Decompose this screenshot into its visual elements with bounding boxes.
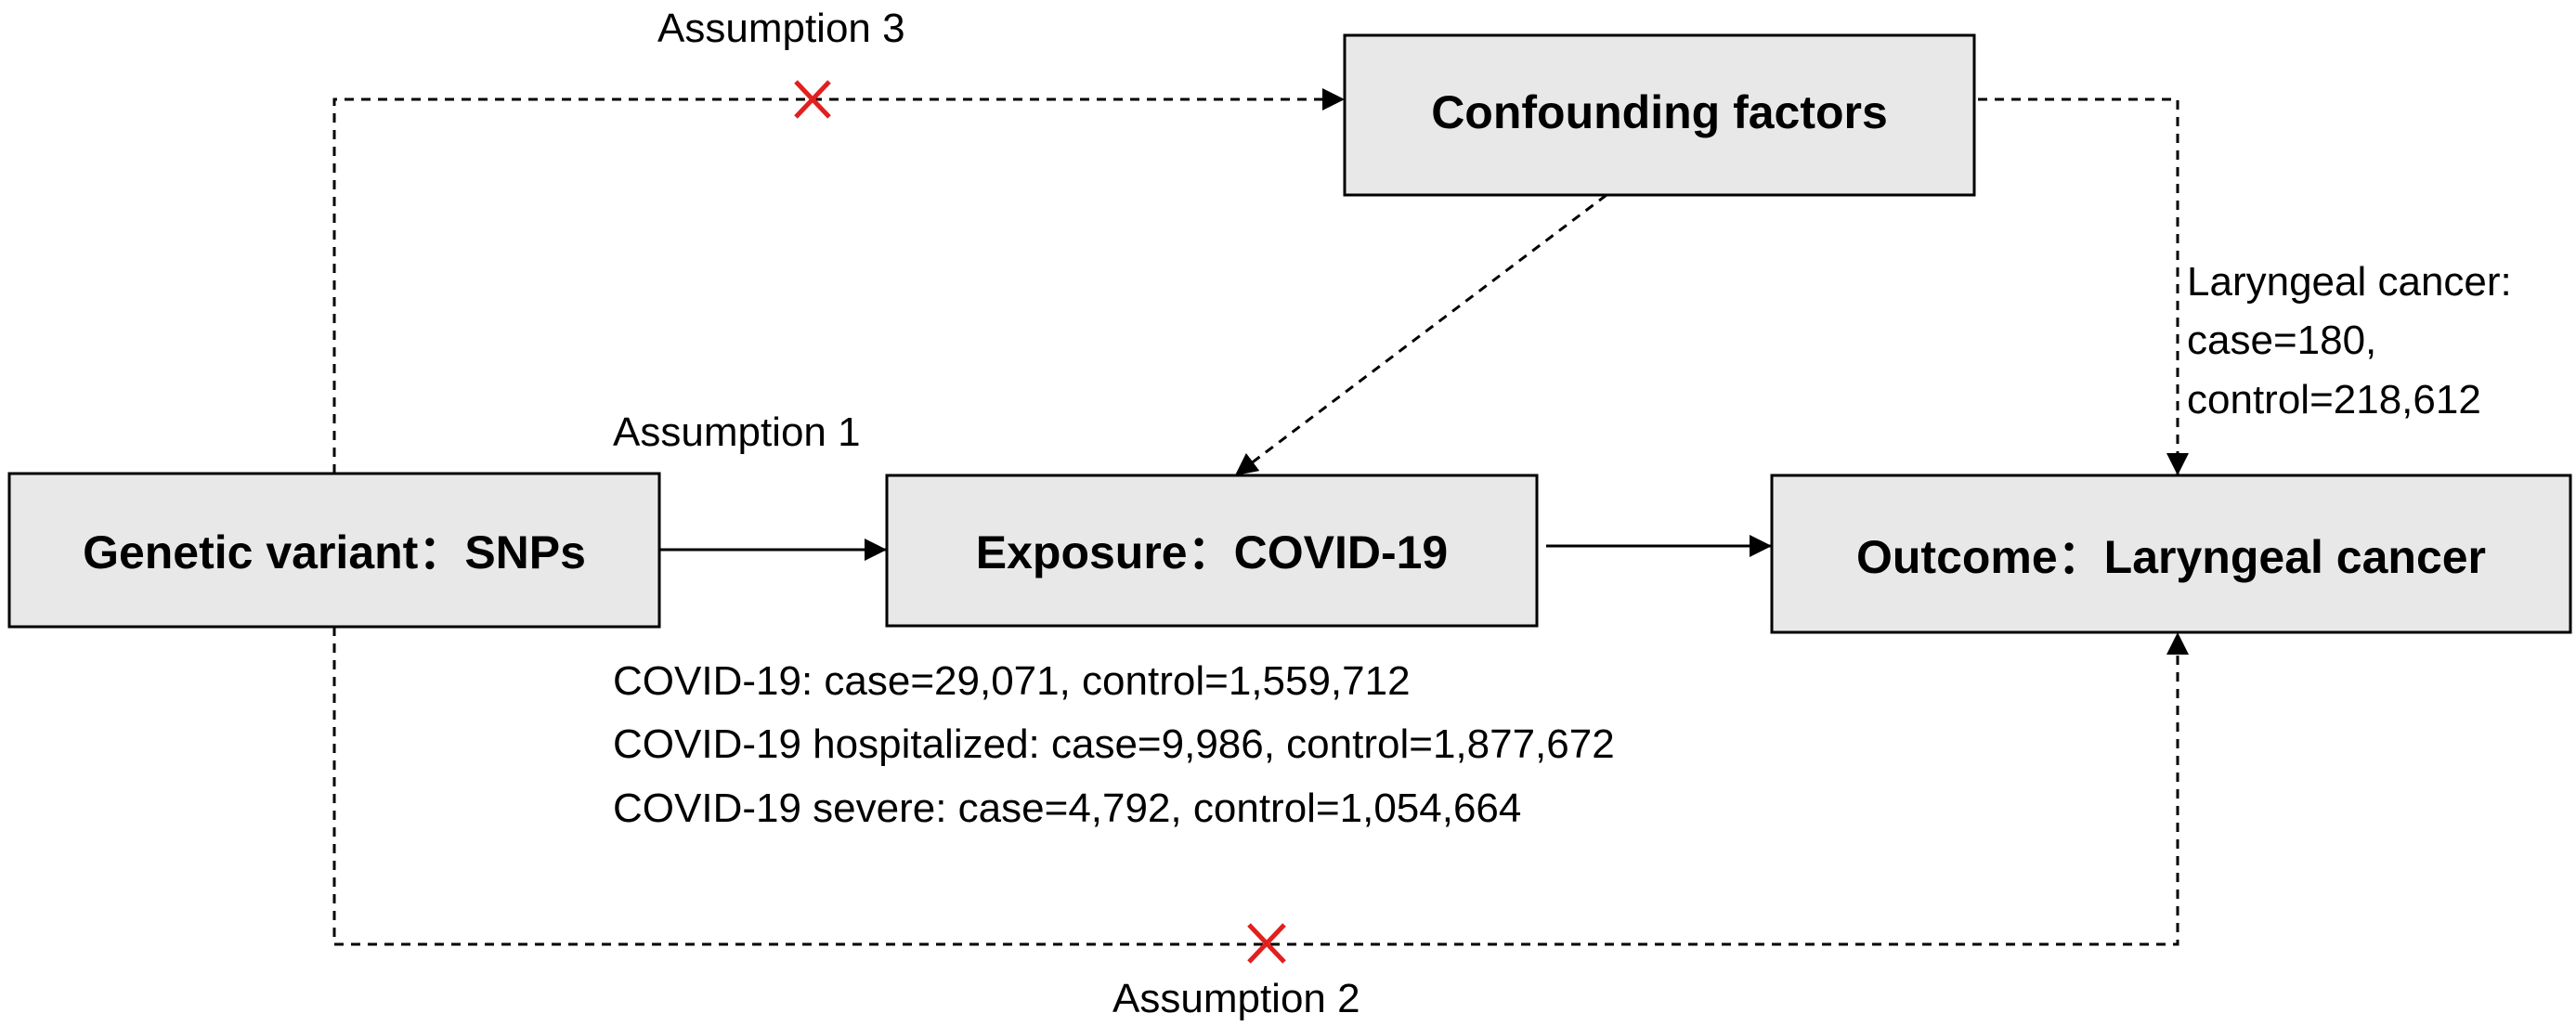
assumption-3-violation-cross	[794, 80, 831, 119]
assumption-2-label: Assumption 2	[1112, 976, 1360, 1021]
exposure-box	[885, 474, 1539, 628]
exposure-label: Exposure：COVID-19	[976, 526, 1448, 578]
exposure-note-line: COVID-19: case=29,071, control=1,559,712	[613, 658, 1411, 704]
exposure-note-line: COVID-19 hospitalized: case=9,986, contr…	[613, 721, 1615, 767]
genetic-variant-box	[7, 472, 661, 629]
genetic-variant-label: Genetic variant：SNPs	[83, 526, 586, 578]
assumption-3-label: Assumption 3	[657, 6, 905, 51]
assumption-2-violation-cross	[1247, 923, 1286, 964]
outcome-note-line: Laryngeal cancer:	[2187, 259, 2512, 305]
assumption-1-label: Assumption 1	[613, 409, 861, 455]
confounding-factors-label: Confounding factors	[1431, 86, 1888, 138]
outcome-box	[1770, 474, 2572, 634]
snp-to-confounding-arrow	[332, 88, 1345, 474]
outcome-label: Outcome：Laryngeal cancer	[1856, 531, 2486, 583]
confounding-factors-box	[1343, 33, 1976, 197]
confounding-to-outcome-arrow	[1978, 97, 2189, 475]
exposure-note-line: COVID-19 severe: case=4,792, control=1,0…	[613, 786, 1521, 831]
confounding-to-exposure-arrow	[1234, 193, 1607, 477]
outcome-note-line: case=180,	[2187, 318, 2376, 363]
snp-to-outcome-arrow	[332, 627, 2189, 946]
outcome-note-line: control=218,612	[2187, 377, 2481, 422]
